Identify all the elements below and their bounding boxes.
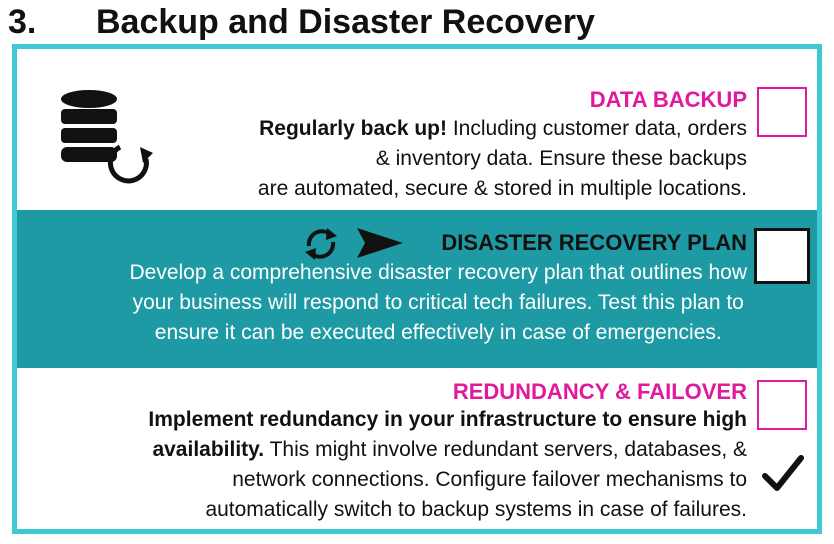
refresh-cycle-icon — [305, 228, 337, 260]
redundancy-failover-checkbox[interactable] — [757, 380, 807, 430]
redundancy-failover-section: REDUNDANCY & FAILOVER Implement redundan… — [17, 368, 817, 529]
data-backup-title: DATA BACKUP — [589, 87, 747, 112]
data-backup-bold-lead: Regularly back up! — [259, 117, 447, 140]
disaster-recovery-line-3: ensure it can be executed effectively in… — [154, 321, 722, 344]
disaster-recovery-section: DISASTER RECOVERY PLAN Develop a compreh… — [17, 210, 817, 368]
disaster-recovery-description: Develop a comprehensive disaster recover… — [129, 258, 747, 348]
redundancy-failover-line-2-rest: This might involve redundant servers, da… — [264, 438, 747, 461]
disaster-recovery-line-1: Develop a comprehensive disaster recover… — [129, 261, 747, 284]
redundancy-failover-line-2: availability. This might involve redunda… — [148, 435, 747, 465]
disaster-recovery-checkbox[interactable] — [754, 228, 810, 284]
disaster-recovery-title: DISASTER RECOVERY PLAN — [441, 230, 747, 255]
section-heading: 3. Backup and Disaster Recovery — [0, 0, 834, 44]
data-backup-line-1: Regularly back up! Including customer da… — [258, 114, 747, 144]
data-backup-line-1-rest: Including customer data, orders — [447, 117, 747, 140]
data-backup-line-3: are automated, secure & stored in multip… — [257, 177, 747, 200]
data-backup-line-2: & inventory data. Ensure these backups — [375, 147, 747, 170]
database-sync-icon — [61, 90, 153, 184]
disaster-recovery-line-2: your business will respond to critical t… — [132, 291, 744, 314]
section-title: Backup and Disaster Recovery — [96, 3, 595, 41]
redundancy-failover-bold-lead: availability. — [152, 438, 265, 461]
section-number: 3. — [8, 3, 37, 41]
redundancy-failover-line-3: network connections. Configure failover … — [232, 468, 747, 491]
data-backup-section: DATA BACKUP Regularly back up! Including… — [17, 49, 817, 210]
redundancy-failover-line-1: Implement redundancy in your infrastruct… — [148, 408, 747, 431]
checklist-frame: DATA BACKUP Regularly back up! Including… — [12, 44, 822, 534]
data-backup-description: Regularly back up! Including customer da… — [258, 114, 747, 204]
redundancy-failover-title: REDUNDANCY & FAILOVER — [452, 379, 747, 404]
checkmark-icon — [762, 455, 804, 491]
redundancy-failover-line-4: automatically switch to backup systems i… — [205, 498, 747, 521]
data-backup-checkbox[interactable] — [757, 87, 807, 137]
redundancy-failover-description: Implement redundancy in your infrastruct… — [148, 405, 747, 525]
play-arrow-icon — [357, 228, 403, 258]
